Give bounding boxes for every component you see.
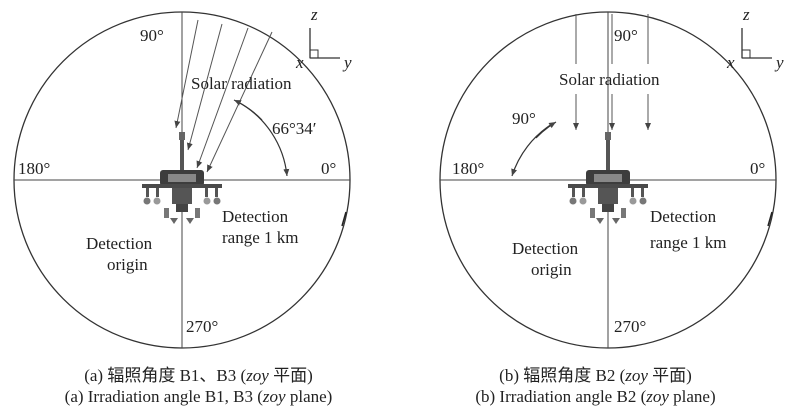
solar-ray [206,31,273,173]
solar-ray [174,19,199,129]
axis-y-label: y [774,53,784,72]
solar-ray [196,27,249,169]
detection-range-label-line2: range 1 km [222,228,298,247]
caption-b-en: (b) Irradiation angle B2 (zoy plane) [397,386,794,407]
caption-a-en-suffix: plane) [285,387,333,406]
axis-y-label: y [342,53,352,72]
detection-range-label-line1: Detection [222,207,289,226]
axis-x-label: x [726,53,735,72]
axis-z-label: z [742,5,750,24]
caption-b-en-suffix: plane) [668,387,716,406]
detection-origin-label-line2: origin [531,260,572,279]
detection-origin-label-line1: Detection [86,234,153,253]
detection-range-label-line2: range 1 km [650,233,726,252]
axis-triad: z x y [295,5,352,72]
caption-a-en: (a) Irradiation angle B1, B3 (zoy plane) [0,386,397,407]
irradiation-angle-label: 66°34′ [272,119,317,138]
angle-label-180: 180° [452,159,484,178]
solar-radiation-label: Solar radiation [191,74,292,93]
caption-b-cn-italic: zoy [625,366,648,385]
aircraft-icon [142,132,222,224]
angle-label-90: 90° [140,26,164,45]
angle-label-270: 270° [186,317,218,336]
irradiation-angle-label: 90° [512,109,536,128]
axis-x-label: x [295,53,304,72]
solar-radiation-label: Solar radiation [559,70,660,89]
axis-triad: z x y [726,5,784,72]
angle-label-270: 270° [614,317,646,336]
caption-a-cn-italic: zoy [246,366,269,385]
caption-a-en-prefix: (a) Irradiation angle B1, B3 ( [64,387,263,406]
caption-b-en-italic: zoy [646,387,669,406]
caption-a-en-italic: zoy [262,387,286,406]
range-arc-marker [767,211,773,227]
detection-origin-label-line1: Detection [512,239,579,258]
caption-b-cn-prefix: (b) 辐照角度 B2 ( [499,366,626,385]
caption-a-cn: (a) 辐照角度 B1、B3 (zoy 平面) [0,365,397,386]
caption-a-cn-prefix: (a) 辐照角度 B1、B3 ( [84,366,247,385]
caption-a-cn-suffix: 平面) [268,366,313,385]
panel-a: z x y 90° 180° 0° 270° Solar radiation 6… [13,5,352,349]
detection-origin-label-line2: origin [107,255,148,274]
angle-label-180: 180° [18,159,50,178]
detection-range-label-line1: Detection [650,207,717,226]
caption-b-cn: (b) 辐照角度 B2 (zoy 平面) [397,365,794,386]
aircraft-icon [568,132,648,224]
caption-b-cn-suffix: 平面) [647,366,692,385]
axis-z-label: z [310,5,318,24]
angle-label-90: 90° [614,26,638,45]
panel-b: z x y 90° 180° 0° 270° Solar radiation 9… [439,5,784,349]
irradiation-angle-arc [237,101,290,177]
caption-b-en-prefix: (b) Irradiation angle B2 ( [475,387,647,406]
irradiation-angle-arc [511,123,553,177]
irradiation-angle-arc-start [535,121,557,139]
irradiation-angle-arc-start [233,99,263,121]
angle-label-0: 0° [750,159,765,178]
angle-label-0: 0° [321,159,336,178]
solar-ray [186,23,223,151]
range-arc-marker [341,211,347,227]
